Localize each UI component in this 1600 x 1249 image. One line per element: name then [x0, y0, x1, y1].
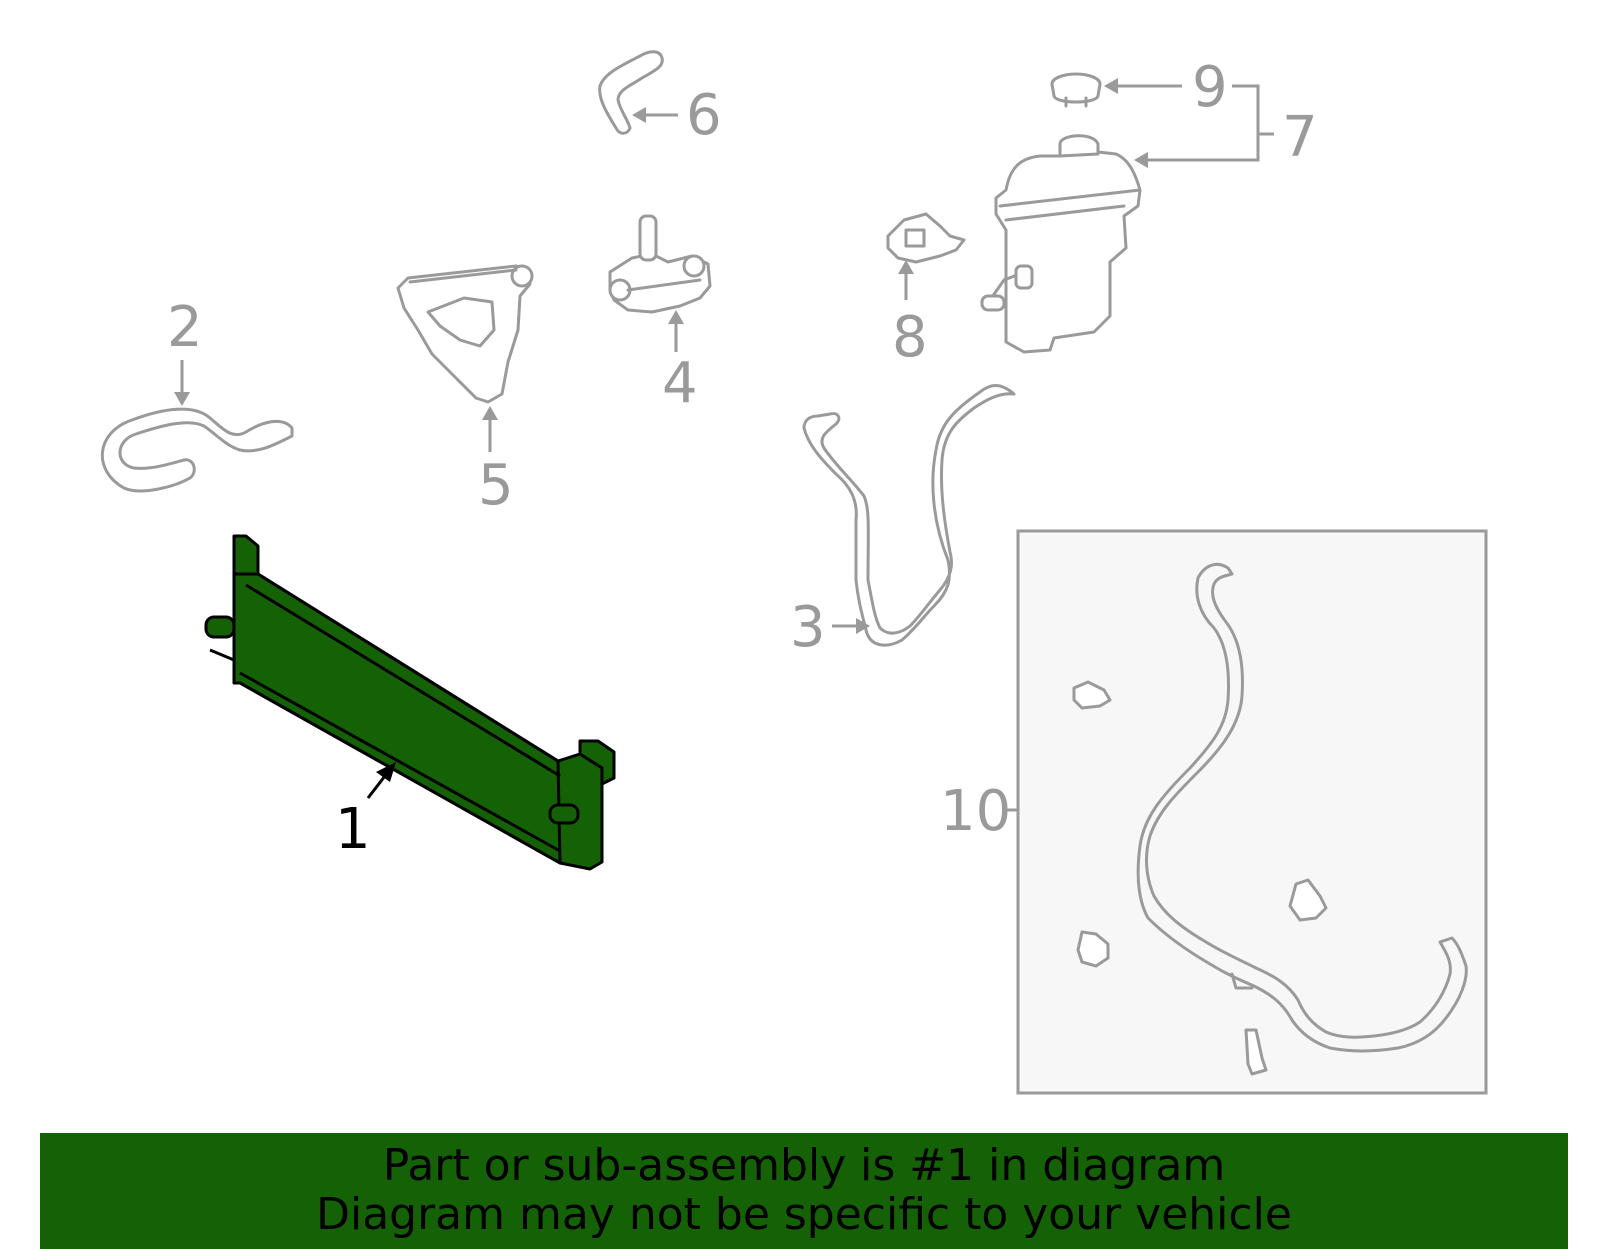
callout-8[interactable]: 8	[892, 305, 928, 370]
leader-9	[1104, 78, 1182, 94]
callout-3[interactable]: 3	[790, 595, 826, 660]
leader-5	[482, 406, 498, 452]
callout-6[interactable]: 6	[686, 83, 722, 148]
callout-9[interactable]: 9	[1192, 55, 1228, 120]
callout-1[interactable]: 1	[335, 797, 371, 862]
part-6-hose[interactable]	[598, 50, 664, 135]
part-8-bracket[interactable]	[886, 212, 966, 264]
part-3-hose[interactable]	[802, 384, 1016, 647]
callout-7[interactable]: 7	[1282, 105, 1318, 170]
callout-4[interactable]: 4	[662, 351, 698, 416]
info-banner: Part or sub-assembly is #1 in diagram Di…	[40, 1133, 1568, 1249]
leader-1	[366, 762, 396, 799]
part-5-bracket[interactable]	[396, 264, 534, 404]
part-9-cap[interactable]	[1050, 72, 1102, 108]
leader-3	[832, 618, 870, 634]
part-2-hose[interactable]	[100, 407, 294, 493]
leader-7	[1134, 84, 1274, 168]
banner-line-2: Diagram may not be specific to your vehi…	[316, 1189, 1292, 1240]
banner-line-1: Part or sub-assembly is #1 in diagram	[382, 1140, 1226, 1191]
callout-10[interactable]: 10	[940, 779, 1011, 844]
leader-6	[632, 107, 678, 123]
part-1-radiator[interactable]	[204, 534, 616, 871]
leader-4	[668, 310, 684, 352]
callout-5[interactable]: 5	[478, 453, 514, 518]
callout-2[interactable]: 2	[167, 295, 203, 360]
leader-8	[898, 260, 914, 300]
part-4-pump[interactable]	[608, 214, 712, 314]
leader-2	[174, 360, 190, 406]
part-7-reservoir[interactable]	[980, 134, 1142, 354]
part-10-kit[interactable]	[1016, 529, 1488, 1095]
